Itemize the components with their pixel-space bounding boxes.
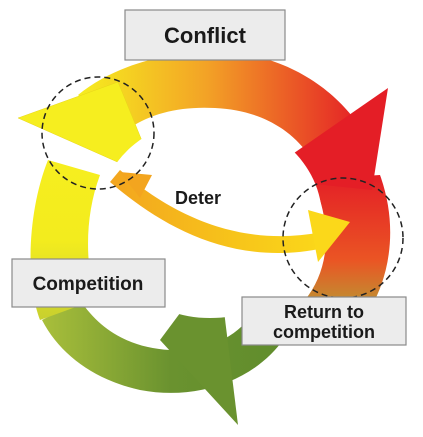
- deter-arrowhead: [308, 210, 350, 262]
- deter-arrow-body: [110, 170, 324, 254]
- cycle-arc-right: [300, 175, 391, 330]
- label-deter: Deter: [175, 188, 221, 208]
- cycle-arc-top: [78, 51, 362, 150]
- label-conflict-text: Conflict: [164, 23, 247, 48]
- label-return-line1: Return to: [284, 302, 364, 322]
- cycle-arc-bottom: [42, 300, 300, 393]
- deter-tail: [120, 172, 152, 198]
- label-return-to-competition: Return to competition: [241, 296, 407, 346]
- dashed-circle-left: [41, 76, 155, 190]
- label-competition-text: Competition: [33, 274, 144, 295]
- label-return-line2: competition: [273, 322, 375, 342]
- label-competition: Competition: [11, 258, 166, 308]
- label-conflict: Conflict: [124, 9, 286, 61]
